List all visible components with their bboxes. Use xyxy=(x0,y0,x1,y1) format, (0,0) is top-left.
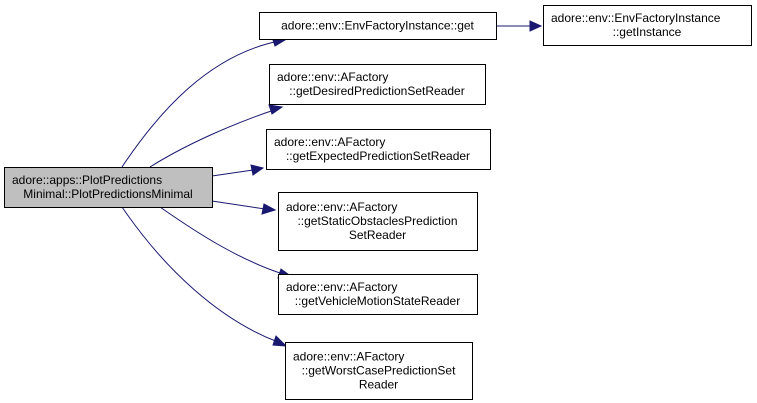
node-box[interactable] xyxy=(543,5,752,46)
edge-root-to-getFactory xyxy=(121,36,287,168)
node-label-line: adore::env::EnvFactoryInstance::get xyxy=(281,19,474,33)
node-label-line: adore::apps::PlotPredictions xyxy=(12,173,162,187)
arrow-head xyxy=(261,203,277,215)
node-label-line: adore::env::AFactory xyxy=(286,200,397,214)
node-label-line: adore::env::AFactory xyxy=(274,135,385,149)
edge-line xyxy=(121,40,280,168)
node-box[interactable] xyxy=(4,167,213,208)
node-worst[interactable]: adore::env::AFactory::getWorstCasePredic… xyxy=(285,342,473,400)
node-label-line: ::getDesiredPredictionSetReader xyxy=(289,84,464,98)
node-box[interactable] xyxy=(285,342,473,400)
node-label-line: adore::env::AFactory xyxy=(293,350,404,364)
node-label-line: Minimal::PlotPredictionsMinimal xyxy=(23,187,192,201)
arrow-head xyxy=(268,104,284,115)
node-box[interactable] xyxy=(266,129,491,170)
node-label-line: ::getInstance xyxy=(613,25,682,39)
node-label-line: ::getStaticObstaclesPrediction xyxy=(297,214,457,228)
arrow-head xyxy=(272,335,288,347)
node-expected[interactable]: adore::env::AFactory::getExpectedPredict… xyxy=(266,129,491,170)
edge-root-to-worst xyxy=(121,206,288,347)
node-layer: adore::apps::PlotPredictionsMinimal::Plo… xyxy=(4,5,752,400)
node-label-line: adore::env::AFactory xyxy=(277,70,388,84)
node-label-line: ::getWorstCasePredictionSet xyxy=(302,364,457,378)
edge-line xyxy=(159,206,284,275)
edge-root-to-expected xyxy=(211,164,265,177)
edge-root-to-desired xyxy=(149,104,284,168)
node-box[interactable] xyxy=(269,64,486,105)
edge-root-to-static xyxy=(211,200,277,215)
node-label-line: SetReader xyxy=(349,228,406,242)
node-root[interactable]: adore::apps::PlotPredictionsMinimal::Plo… xyxy=(4,167,213,208)
node-label-line: adore::env::AFactory xyxy=(286,280,397,294)
edge-line xyxy=(149,109,275,168)
node-getInstance[interactable]: adore::env::EnvFactoryInstance::getInsta… xyxy=(543,5,752,46)
arrow-head xyxy=(250,164,265,176)
edge-line xyxy=(121,206,279,343)
edge-line xyxy=(211,200,266,210)
edge-layer xyxy=(121,20,543,347)
node-getFactory[interactable]: adore::env::EnvFactoryInstance::get xyxy=(259,12,497,40)
edge-line xyxy=(211,169,254,177)
node-box[interactable] xyxy=(278,274,478,315)
node-label-line: ::getVehicleMotionStateReader xyxy=(295,294,460,308)
node-label-line: adore::env::EnvFactoryInstance xyxy=(551,11,721,25)
node-box[interactable] xyxy=(259,12,497,40)
node-static[interactable]: adore::env::AFactory::getStaticObstacles… xyxy=(278,192,478,251)
edge-root-to-motion xyxy=(159,206,294,279)
node-label-line: ::getExpectedPredictionSetReader xyxy=(286,149,470,163)
node-box[interactable] xyxy=(278,192,478,251)
node-desired[interactable]: adore::env::AFactory::getDesiredPredicti… xyxy=(269,64,486,105)
arrow-head xyxy=(529,20,543,32)
node-label-line: Reader xyxy=(359,378,398,392)
edge-getFactory-to-getInstance xyxy=(496,20,543,32)
node-motion[interactable]: adore::env::AFactory::getVehicleMotionSt… xyxy=(278,274,478,315)
